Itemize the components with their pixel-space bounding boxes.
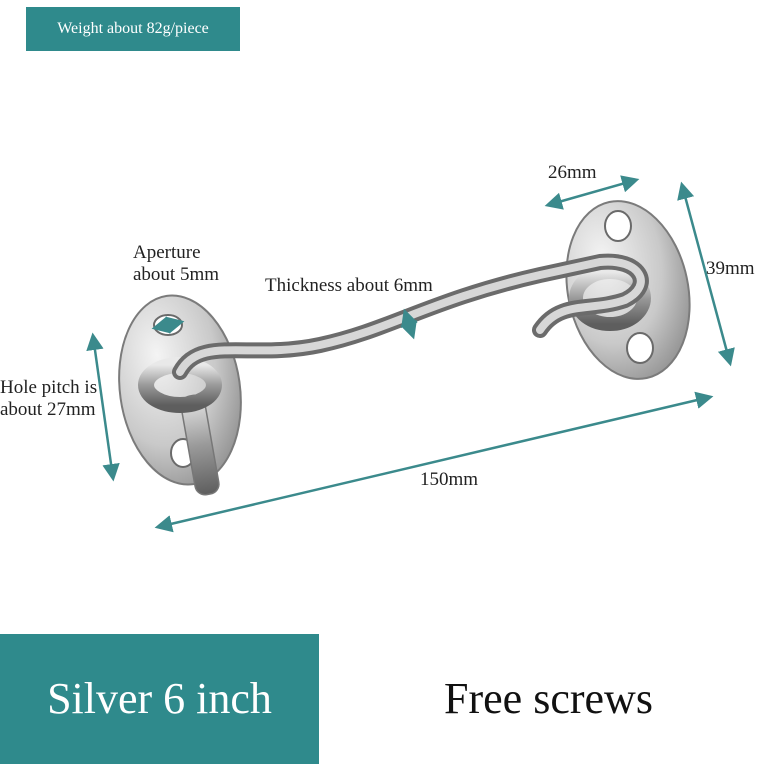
thickness-label: Thickness about 6mm [265, 275, 433, 296]
weight-badge: Weight about 82g/piece [26, 7, 240, 51]
hook-latch-image [86, 175, 735, 533]
hook-rod [172, 253, 649, 380]
left-mount-plate [118, 294, 242, 486]
length-150-label: 150mm [420, 469, 479, 490]
aperture-label: Aperture about 5mm [133, 242, 219, 286]
width-26-label: 26mm [548, 162, 597, 183]
variant-banner: Silver 6 inch [0, 634, 319, 764]
aperture-label-text: Aperture about 5mm [133, 242, 220, 285]
height-39-label: 39mm [706, 258, 755, 279]
dimension-arrows [86, 175, 735, 533]
free-screws-banner: Free screws [444, 674, 653, 723]
hole-pitch-label: Hole pitch is about 27mm [0, 377, 98, 420]
